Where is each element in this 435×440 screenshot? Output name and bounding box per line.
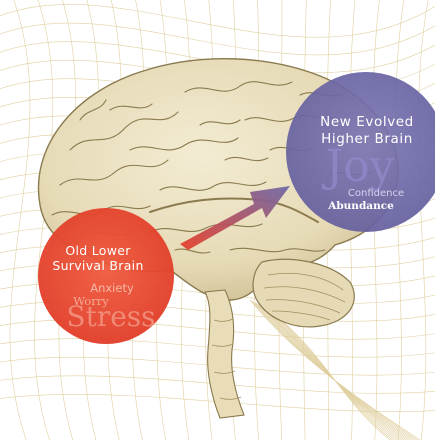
old-brain-circle	[38, 208, 174, 344]
